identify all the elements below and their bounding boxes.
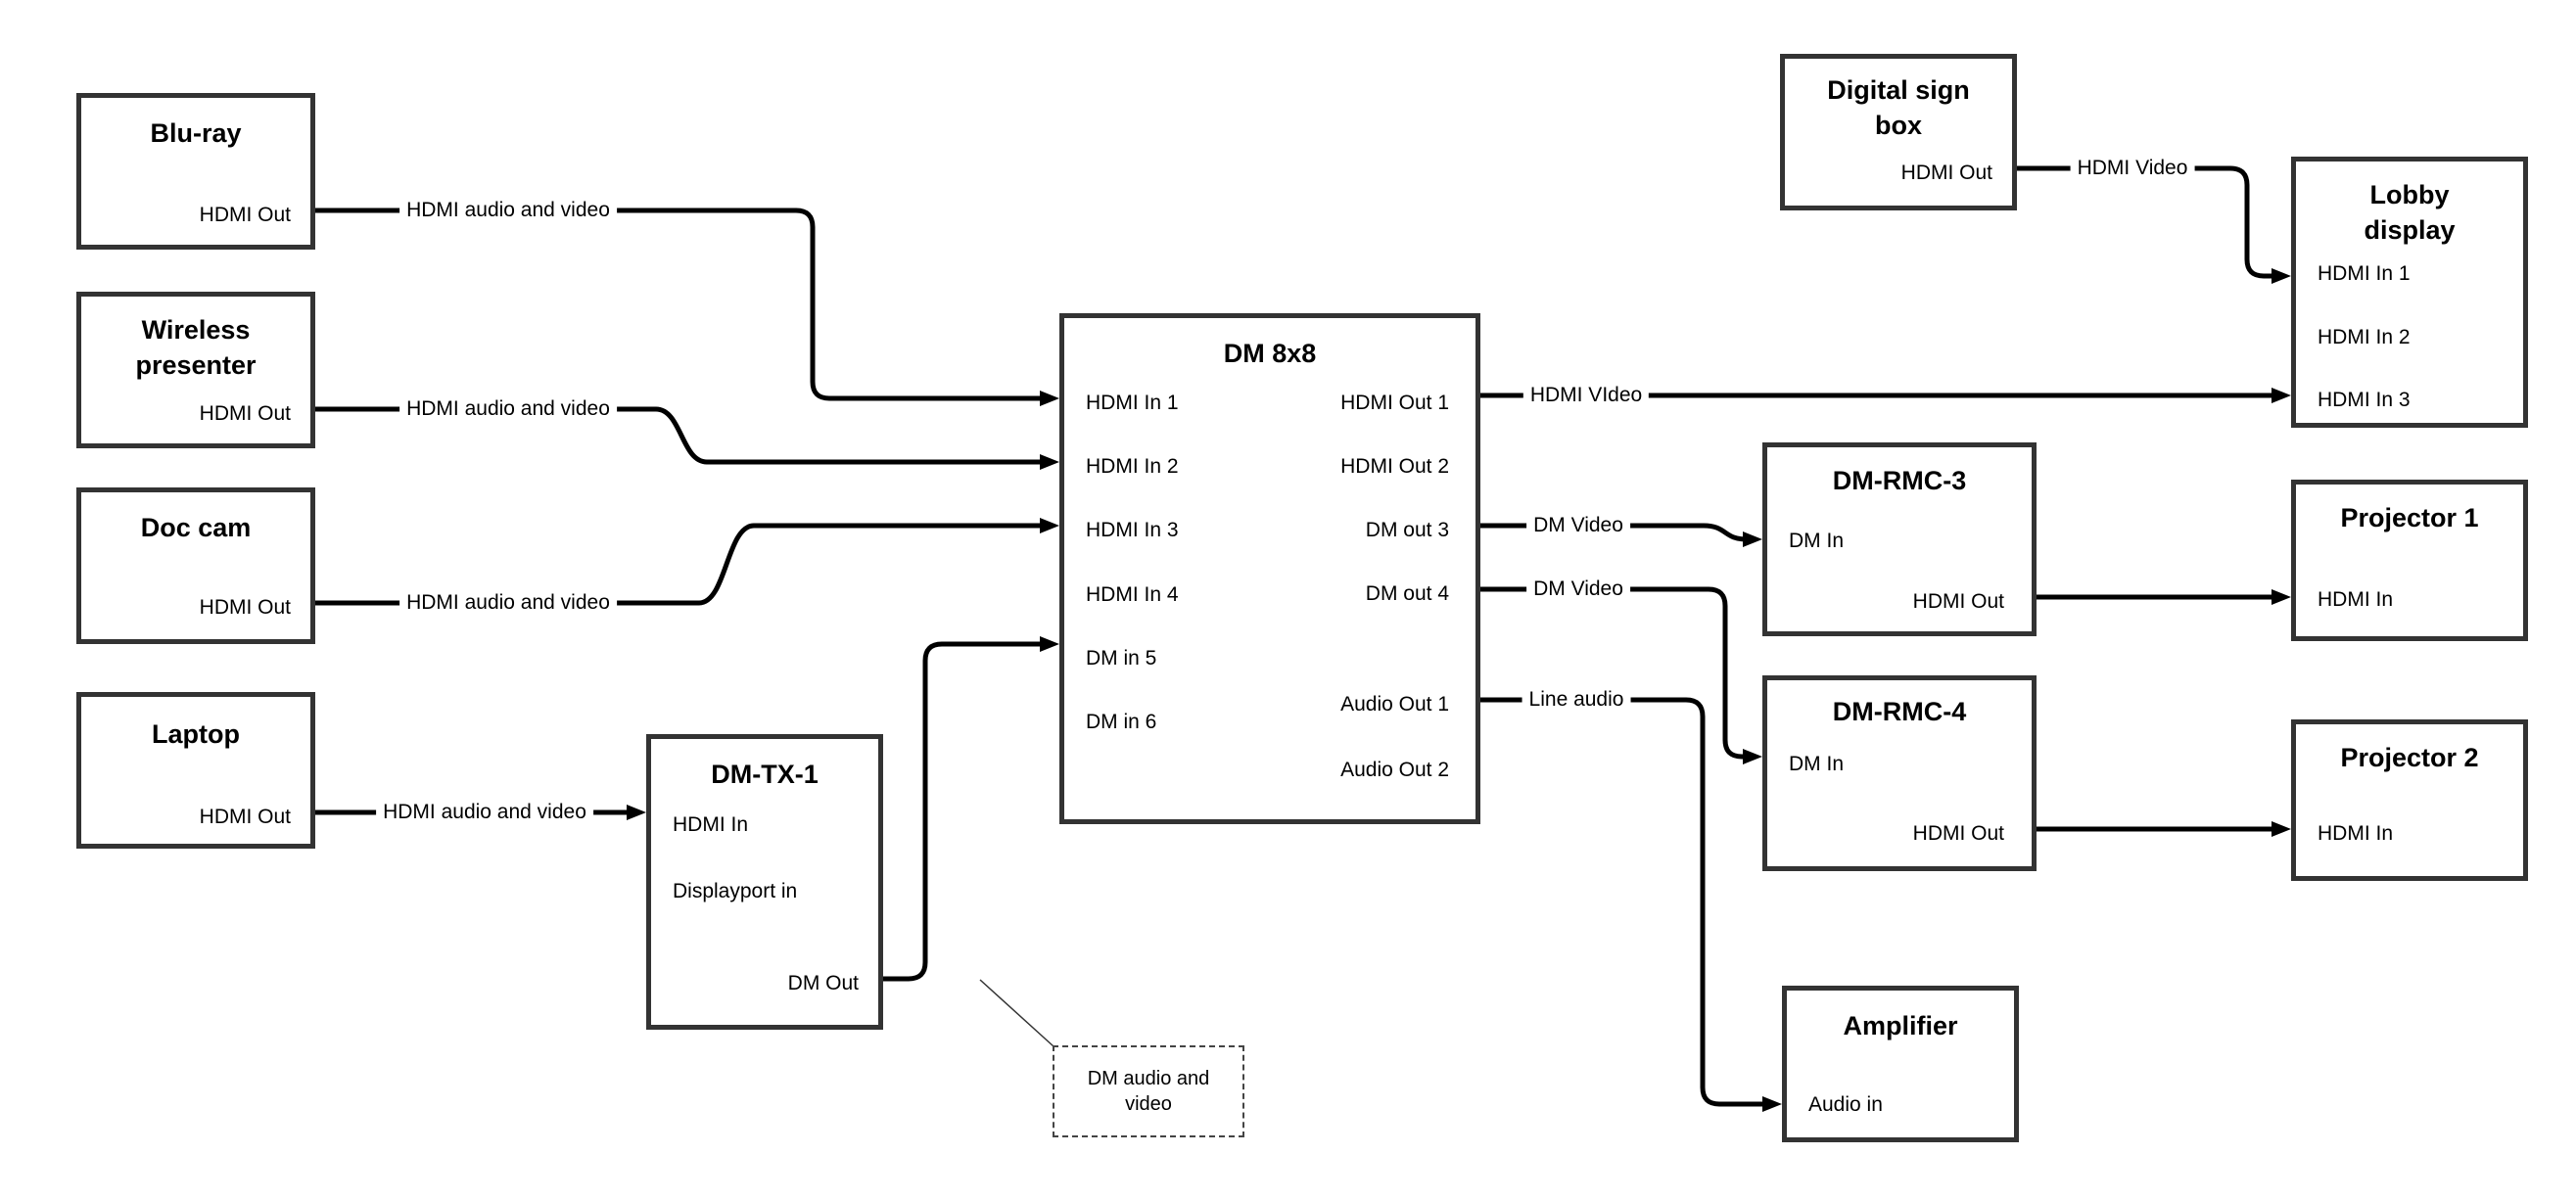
node-title: DM-RMC-3 — [1832, 466, 1967, 495]
port-bluray-hdmi-out: HDMI Out — [199, 204, 291, 226]
connector-dmtx1-to-dm8x8-in5 — [883, 641, 1044, 982]
node-amplifier: Amplifier Audio in — [1782, 986, 2019, 1142]
connector-dm8x8-out4-to-rmc4 — [1480, 586, 1747, 760]
node-projector-1: Projector 1 HDMI In — [2291, 480, 2528, 641]
connector-dm8x8-out3-to-rmc3 — [1480, 523, 1748, 542]
port-lobby-hdmi-in-2: HDMI In 2 — [2318, 326, 2411, 348]
arrowhead-lobby-in3 — [2272, 388, 2291, 403]
node-dm-tx-1: DM-TX-1 HDMI In Displayport in DM Out — [646, 734, 883, 1030]
port-wireless-hdmi-out: HDMI Out — [199, 402, 291, 425]
port-dm8x8-dm-out-4: DM out 4 — [1365, 582, 1449, 605]
connector-wireless-to-dm8x8-in2 — [315, 406, 1044, 465]
wire-label-hdmi-video-out1: HDMI VIdeo — [1522, 383, 1650, 408]
connector-dm8x8-audioout1-to-amp — [1480, 697, 1766, 1107]
port-laptop-hdmi-out: HDMI Out — [199, 806, 291, 828]
node-title: Projector 2 — [2340, 743, 2479, 772]
port-dm8x8-hdmi-in-1: HDMI In 1 — [1086, 392, 1179, 414]
wire-label-dm-video-out3: DM Video — [1526, 513, 1630, 538]
port-dm8x8-hdmi-in-4: HDMI In 4 — [1086, 583, 1179, 606]
arrowhead-dm8x8-in3 — [1040, 518, 1059, 533]
port-dm8x8-dm-in-5: DM in 5 — [1086, 647, 1157, 670]
port-lobby-hdmi-in-1: HDMI In 1 — [2318, 262, 2411, 285]
node-title: DM 8x8 — [1223, 339, 1317, 368]
port-sign-hdmi-out: HDMI Out — [1900, 162, 1992, 184]
port-projector2-hdmi-in: HDMI In — [2318, 822, 2394, 845]
node-projector-2: Projector 2 HDMI In — [2291, 719, 2528, 881]
wire-label-wireless: HDMI audio and video — [399, 396, 617, 422]
port-dm8x8-dm-out-3: DM out 3 — [1365, 519, 1449, 541]
port-dm8x8-audio-out-1: Audio Out 1 — [1340, 693, 1449, 716]
port-dmtx1-dm-out: DM Out — [787, 972, 859, 994]
arrowhead-projector1-hdmi-in — [2272, 589, 2291, 605]
port-dm8x8-hdmi-out-2: HDMI Out 2 — [1340, 455, 1449, 478]
port-dm8x8-hdmi-in-3: HDMI In 3 — [1086, 519, 1179, 541]
port-rmc3-dm-in: DM In — [1789, 530, 1845, 552]
node-dm-rmc-3: DM-RMC-3 DM In HDMI Out — [1762, 442, 2037, 636]
port-dm8x8-audio-out-2: Audio Out 2 — [1340, 759, 1449, 781]
wire-label-hdmi-video-sign: HDMI Video — [2070, 156, 2195, 181]
port-dm8x8-hdmi-in-2: HDMI In 2 — [1086, 455, 1179, 478]
node-blu-ray: Blu-ray HDMI Out — [76, 93, 315, 250]
wire-label-line-audio: Line audio — [1522, 687, 1631, 713]
connector-bluray-to-dm8x8-in1 — [315, 208, 1044, 401]
node-title: DM-TX-1 — [711, 760, 819, 789]
arrowhead-amp-audio-in — [1762, 1096, 1782, 1112]
port-amp-audio-in: Audio in — [1808, 1093, 1883, 1116]
arrowhead-dm8x8-in5 — [1040, 636, 1059, 652]
connector-doccam-to-dm8x8-in3 — [315, 523, 1044, 606]
arrowhead-dmtx1-hdmi-in — [627, 805, 646, 820]
port-projector1-hdmi-in: HDMI In — [2318, 588, 2394, 611]
arrowhead-dm8x8-in2 — [1040, 454, 1059, 470]
arrowhead-projector2-hdmi-in — [2272, 821, 2291, 837]
port-dm8x8-dm-in-6: DM in 6 — [1086, 711, 1157, 733]
node-title: Doc cam — [140, 513, 252, 542]
node-dm-8x8: DM 8x8 HDMI In 1 HDMI In 2 HDMI In 3 HDM… — [1059, 313, 1480, 824]
wire-label-laptop: HDMI audio and video — [376, 800, 593, 825]
arrowhead-rmc3-dm-in — [1743, 531, 1762, 547]
node-title: Laptop — [152, 719, 240, 749]
wire-label-doccam: HDMI audio and video — [399, 590, 617, 616]
node-title: Projector 1 — [2340, 503, 2479, 532]
port-doccam-hdmi-out: HDMI Out — [199, 596, 291, 619]
arrowhead-dm8x8-in1 — [1040, 391, 1059, 406]
port-rmc4-dm-in: DM In — [1789, 753, 1845, 775]
node-laptop: Laptop HDMI Out — [76, 692, 315, 849]
connector-sign-to-lobby-in1 — [2017, 165, 2275, 279]
port-rmc4-hdmi-out: HDMI Out — [1912, 822, 2004, 845]
node-dm-rmc-4: DM-RMC-4 DM In HDMI Out — [1762, 675, 2037, 871]
node-title: Amplifier — [1843, 1011, 1958, 1040]
port-dmtx1-hdmi-in: HDMI In — [673, 813, 749, 836]
node-title: Blu-ray — [150, 118, 242, 148]
arrowhead-lobby-in1 — [2272, 268, 2291, 284]
port-lobby-hdmi-in-3: HDMI In 3 — [2318, 389, 2411, 411]
node-title: DM-RMC-4 — [1832, 697, 1967, 726]
port-dm8x8-hdmi-out-1: HDMI Out 1 — [1340, 392, 1449, 414]
arrowhead-rmc4-dm-in — [1743, 749, 1762, 764]
port-rmc3-hdmi-out: HDMI Out — [1912, 590, 2004, 613]
callout-leader-line — [979, 979, 1054, 1047]
wire-label-bluray: HDMI audio and video — [399, 198, 617, 223]
wire-label-dm-video-out4: DM Video — [1526, 577, 1630, 602]
node-doc-cam: Doc cam HDMI Out — [76, 487, 315, 644]
port-dmtx1-displayport-in: Displayport in — [673, 880, 798, 902]
